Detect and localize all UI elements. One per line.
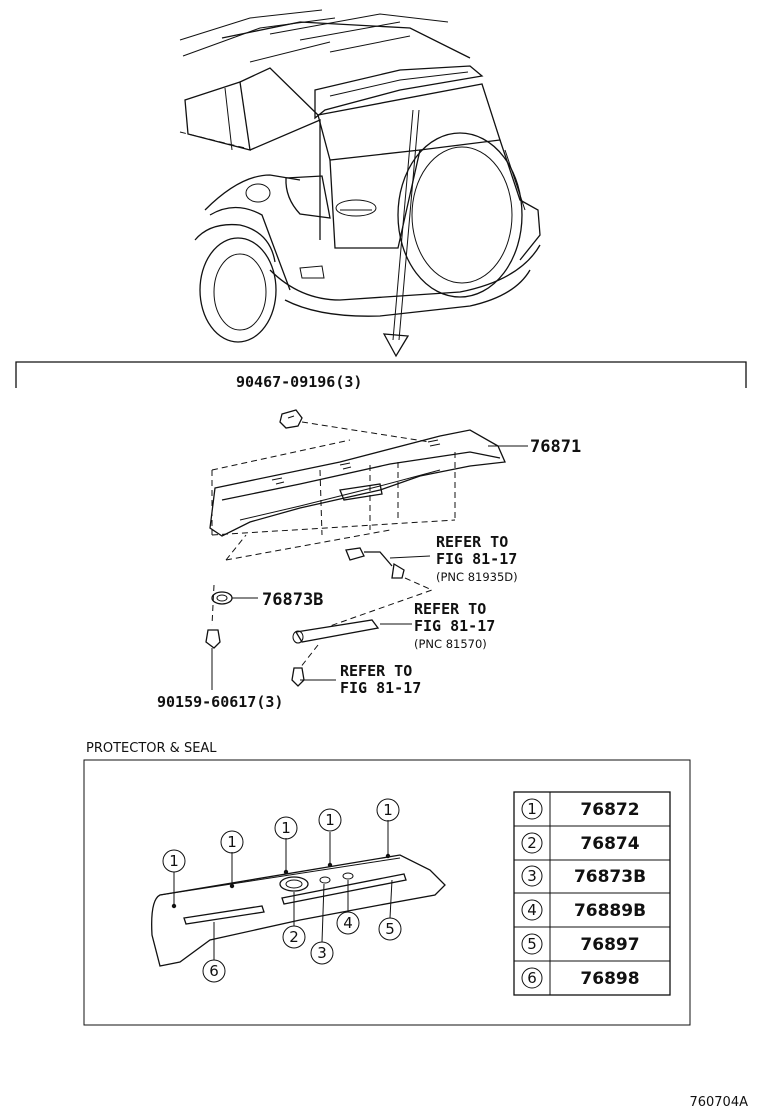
refer-fig-lamp-line2[interactable]: FIG 81-17 xyxy=(414,617,495,635)
table-num-1: 1 xyxy=(527,800,537,818)
protector-illustration xyxy=(151,820,446,967)
table-part-76898[interactable]: 76898 xyxy=(580,969,639,989)
figure-code: 760704A xyxy=(689,1095,748,1110)
refer-fig-harness-line1[interactable]: REFER TO xyxy=(436,533,508,551)
label-screw-90159: 90159-60617(3) xyxy=(157,693,283,711)
callout-5: 5 xyxy=(385,920,395,938)
label-gasket-76873b: 76873B xyxy=(262,590,323,610)
callout-1a: 1 xyxy=(169,852,179,870)
table-num-5: 5 xyxy=(527,935,537,953)
parts-table: 1 76872 2 76874 3 76873B 4 76889B 5 7689… xyxy=(513,791,671,996)
vehicle-illustration xyxy=(179,9,541,358)
callout-4: 4 xyxy=(343,914,353,932)
refer-fig-lamp-pnc: (PNC 81570) xyxy=(414,637,487,651)
protector-seal-title: PROTECTOR & SEAL xyxy=(86,741,217,756)
refer-fig-harness-line2[interactable]: FIG 81-17 xyxy=(436,550,517,568)
refer-fig-screw-line1[interactable]: REFER TO xyxy=(340,662,412,680)
callouts: 1 1 1 1 1 2 3 4 5 6 xyxy=(162,798,402,983)
callout-2: 2 xyxy=(289,928,299,946)
protector-seal-frame xyxy=(83,759,691,1026)
table-part-76889b[interactable]: 76889B xyxy=(574,901,646,921)
table-part-76874[interactable]: 76874 xyxy=(580,834,639,854)
refer-fig-lamp-line1[interactable]: REFER TO xyxy=(414,600,486,618)
spoiler-exploded-view xyxy=(205,409,528,690)
table-part-76897[interactable]: 76897 xyxy=(580,935,639,955)
table-num-2: 2 xyxy=(527,834,537,852)
label-spoiler-76871: 76871 xyxy=(530,437,581,457)
callout-1b: 1 xyxy=(227,833,237,851)
callout-3: 3 xyxy=(317,944,327,962)
label-90467-bolt: 90467-09196(3) xyxy=(236,373,362,391)
table-part-76872[interactable]: 76872 xyxy=(580,800,639,820)
table-num-4: 4 xyxy=(527,901,537,919)
table-num-6: 6 xyxy=(527,969,537,987)
callout-1d: 1 xyxy=(325,811,335,829)
callout-6: 6 xyxy=(209,962,219,980)
refer-fig-harness-pnc: (PNC 81935D) xyxy=(436,570,518,584)
callout-1c: 1 xyxy=(281,819,291,837)
refer-fig-screw-line2[interactable]: FIG 81-17 xyxy=(340,679,421,697)
table-num-3: 3 xyxy=(527,867,537,885)
table-part-76873b[interactable]: 76873B xyxy=(574,867,646,887)
section-bracket xyxy=(15,361,747,388)
callout-1e: 1 xyxy=(383,801,393,819)
